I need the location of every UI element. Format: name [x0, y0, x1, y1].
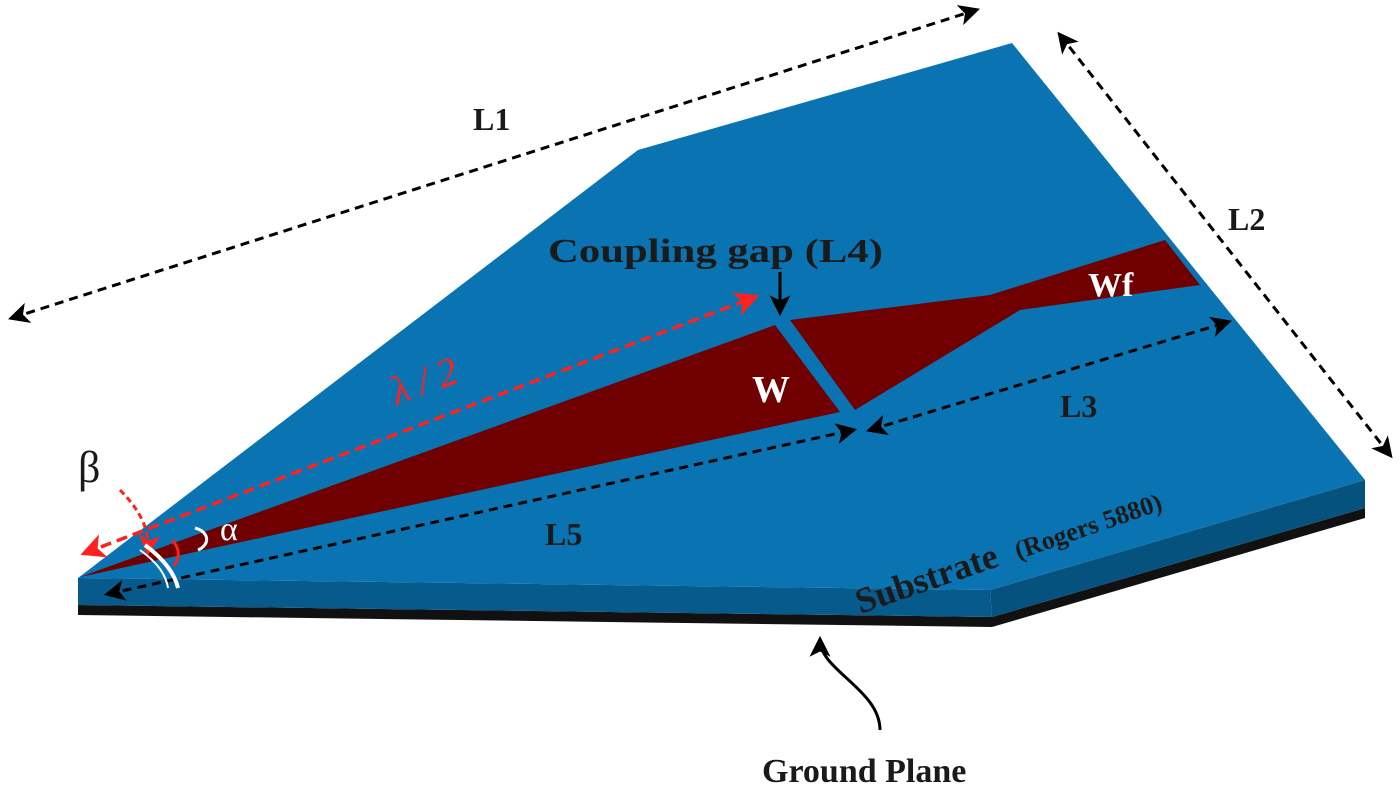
- alpha-angle-small-arrow: [170, 538, 180, 567]
- coupling-gap-line: [776, 320, 852, 413]
- ground-plane-label: Ground Plane: [762, 753, 966, 786]
- l1-dimension-arrow: [7, 5, 981, 323]
- l1-label: L1: [473, 101, 510, 137]
- ground-plane-pointer: [809, 635, 882, 731]
- substrate-right-face: [990, 480, 1365, 617]
- beta-label: β: [78, 443, 100, 492]
- ground-plane-edge: [78, 508, 1365, 627]
- wf-label: Wf: [1088, 267, 1134, 304]
- l3-dimension-arrow: [865, 316, 1233, 436]
- coupling-gap-label: Coupling gap (L4): [548, 233, 883, 270]
- l3-label: L3: [1060, 388, 1097, 424]
- l5-label: L5: [545, 516, 582, 552]
- alpha-angle-arc-inner: [139, 549, 169, 589]
- alpha-angle-hook: [194, 526, 209, 552]
- half-wavelength-arrow: [80, 292, 760, 558]
- l2-label: L2: [1228, 201, 1265, 237]
- w-label: W: [752, 369, 790, 411]
- alpha-angle-arc-outer: [143, 543, 180, 589]
- alpha-label: α: [220, 511, 238, 548]
